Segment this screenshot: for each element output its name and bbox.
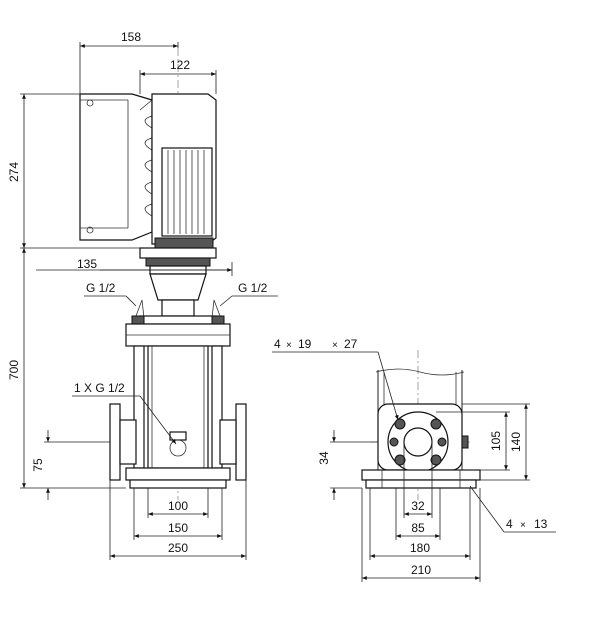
dim-flange-spacing: 100 xyxy=(147,488,209,518)
label-flange-holes-size-b: 27 xyxy=(344,337,358,351)
dim-label-flange-axis: 34 xyxy=(317,451,331,465)
dim-side-base-width: 210 xyxy=(361,488,481,582)
dim-label-head-height: 274 xyxy=(7,162,21,182)
dim-label-side-base-width: 210 xyxy=(411,563,431,577)
dim-label-motor-width: 122 xyxy=(170,58,190,72)
dim-label-adapter-width: 135 xyxy=(77,257,97,271)
dim-label-flange-outer: 140 xyxy=(509,432,523,452)
leader-gauge-left: G 1/2 xyxy=(84,281,137,307)
dim-label-head-width: 158 xyxy=(121,30,141,44)
motor-body xyxy=(151,93,217,249)
dim-base-hole-spacing: 85 xyxy=(395,488,441,540)
dim-head-height: 274 xyxy=(7,93,140,249)
dim-adapter-width: 135 xyxy=(36,257,233,276)
dim-base-inner: 150 xyxy=(133,488,223,540)
side-base xyxy=(361,469,481,489)
side-flange xyxy=(377,403,469,473)
pump-sleeve xyxy=(133,345,223,469)
svg-text:×: × xyxy=(286,340,292,351)
dim-inlet-height: 75 xyxy=(31,430,110,500)
dim-overall-height: 700 xyxy=(7,248,126,489)
label-base-holes-count: 4 xyxy=(506,517,513,531)
side-view: 105 140 34 32 85 xyxy=(272,337,556,582)
dim-label-overall-height: 700 xyxy=(7,360,21,380)
dim-base-width: 250 xyxy=(109,480,247,560)
dim-port-bore: 32 xyxy=(403,442,433,518)
label-flange-holes-count: 4 xyxy=(274,337,281,351)
label-gauge-right: G 1/2 xyxy=(238,281,268,295)
dim-side-base-inner: 180 xyxy=(369,488,471,560)
outlet-flange xyxy=(219,403,247,481)
front-view: 158 122 274 135 700 xyxy=(7,30,278,560)
dim-label-port-bore: 32 xyxy=(411,499,425,513)
leader-gauge-right: G 1/2 xyxy=(219,281,278,307)
leader-flange-holes: 4 × 19 × 27 xyxy=(272,337,399,421)
dim-label-base-width: 250 xyxy=(168,541,188,555)
pump-base xyxy=(125,467,231,489)
dim-label-base-hole-spacing: 85 xyxy=(411,521,425,535)
svg-text:×: × xyxy=(520,520,526,531)
svg-text:×: × xyxy=(332,340,338,351)
dim-label-base-inner: 150 xyxy=(168,521,188,535)
dim-flange-outer: 140 xyxy=(462,403,530,481)
label-base-holes-size: 13 xyxy=(534,517,548,531)
dim-label-bolt-circle: 105 xyxy=(489,431,503,451)
inlet-flange xyxy=(109,403,137,481)
dim-bolt-circle: 105 xyxy=(436,411,510,471)
terminal-box xyxy=(79,93,153,241)
dim-label-flange-spacing: 100 xyxy=(168,499,188,513)
dim-motor-width: 122 xyxy=(139,58,217,94)
dim-label-inlet-height: 75 xyxy=(31,458,45,472)
leader-base-holes: 4 × 13 xyxy=(469,485,556,533)
leader-drain: 1 X G 1/2 xyxy=(72,381,177,445)
label-gauge-left: G 1/2 xyxy=(86,281,116,295)
dim-flange-axis: 34 xyxy=(317,430,378,500)
dim-label-side-base-inner: 180 xyxy=(410,541,430,555)
motor-stool xyxy=(139,247,217,325)
label-flange-holes-size-a: 19 xyxy=(298,337,312,351)
dim-head-width: 158 xyxy=(79,30,179,94)
label-drain: 1 X G 1/2 xyxy=(74,381,125,395)
